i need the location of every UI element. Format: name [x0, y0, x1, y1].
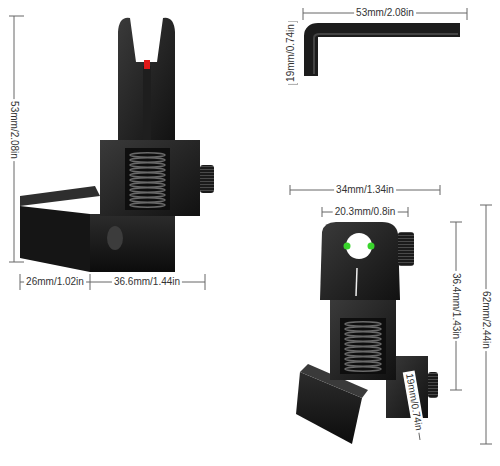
spring-coil	[130, 158, 165, 162]
dimension-label: 62mm/2.44in	[480, 289, 492, 351]
spring-coil	[130, 163, 165, 167]
spring-coil	[345, 322, 381, 326]
spring-coil	[130, 153, 165, 157]
spring-coil	[345, 337, 381, 341]
hex-key	[311, 30, 460, 76]
front-sight	[20, 18, 214, 272]
spring-coil	[130, 183, 165, 187]
spring-coil	[130, 188, 165, 192]
dimension-label: 36.4mm/1.43in	[450, 271, 462, 341]
spring-coil	[345, 347, 381, 351]
spring	[345, 322, 381, 371]
spring-coil	[345, 367, 381, 371]
spring	[130, 153, 165, 207]
spring-coil	[130, 173, 165, 177]
spring-coil	[130, 193, 165, 197]
rear-sight	[296, 222, 438, 444]
dimension-label: 36.6mm/1.44in	[112, 276, 182, 288]
spring-coil	[345, 357, 381, 361]
spring-coil	[345, 327, 381, 331]
dimension-label: 19mm/0.74in	[285, 22, 297, 84]
dimension-label: 53mm/2.08in	[354, 7, 416, 19]
spring-coil	[130, 203, 165, 207]
dimension-label: 53mm/2.08in	[8, 99, 20, 161]
spring-coil	[130, 168, 165, 172]
spring-coil	[345, 342, 381, 346]
spring-coil	[130, 198, 165, 202]
dimension-label: 26mm/1.02in	[24, 276, 86, 288]
dimension-lines	[9, 8, 492, 444]
spring-coil	[130, 178, 165, 182]
dimension-label: 20.3mm/0.8in	[333, 206, 398, 218]
spring-coil	[345, 332, 381, 336]
spring-coil	[345, 362, 381, 366]
dimension-label: 34mm/1.34in	[334, 184, 396, 196]
spring-coil	[345, 352, 381, 356]
